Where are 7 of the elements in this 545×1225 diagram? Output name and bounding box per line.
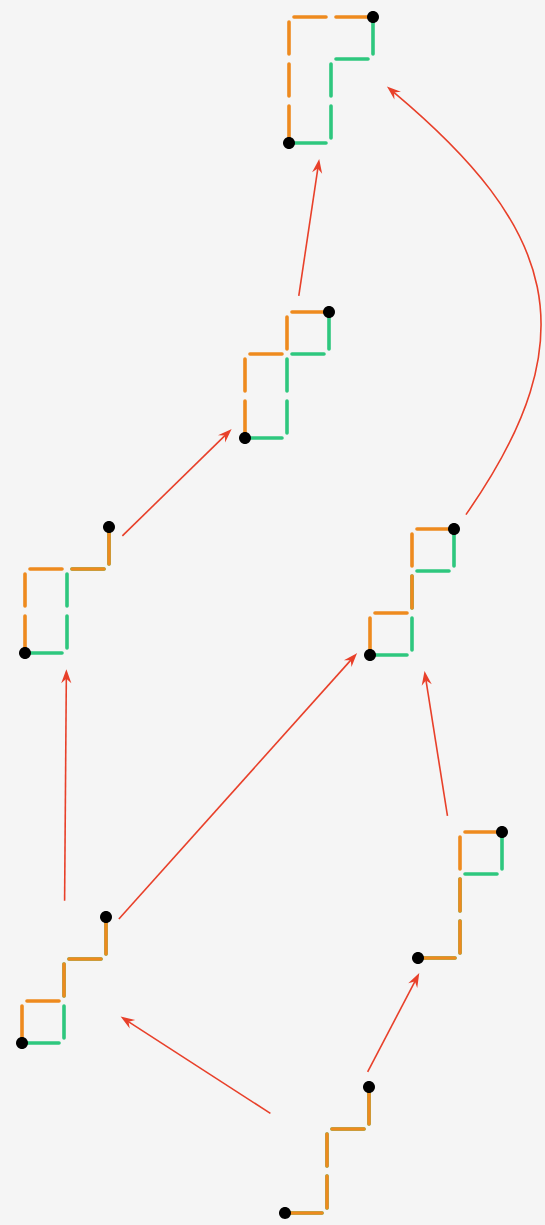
lattice-path-drawing: [239, 306, 335, 444]
lattice-path-drawing: [16, 911, 112, 1049]
lattice-path-drawing: [283, 11, 379, 149]
lattice-path-drawing: [19, 521, 115, 659]
lattice-path-drawing: [364, 523, 460, 661]
lattice-path-drawing: [279, 1081, 375, 1219]
lattice-path-drawing: [412, 826, 508, 964]
